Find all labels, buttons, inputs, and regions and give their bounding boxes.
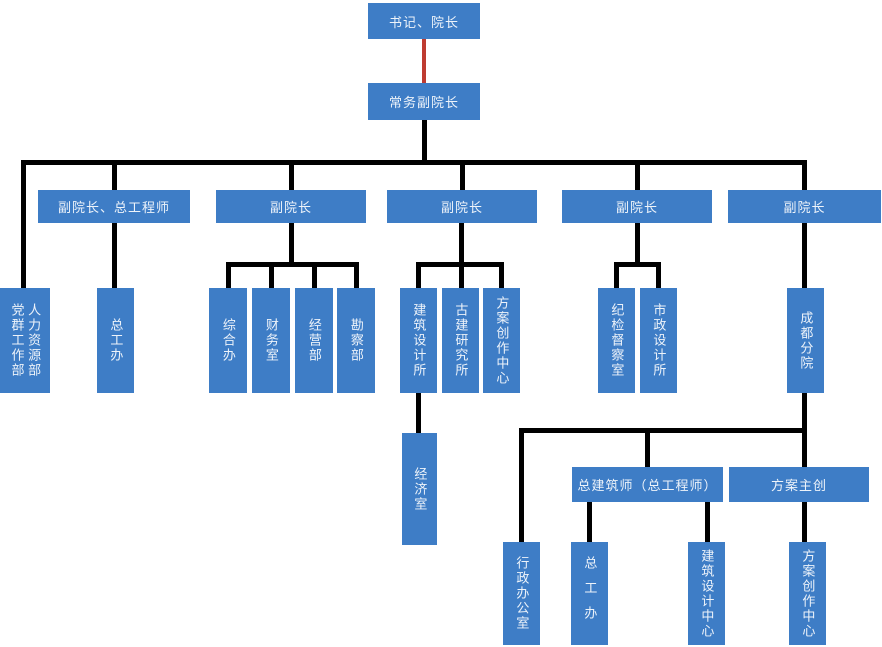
org-node-municipal-design-institute[interactable]: 市政设计所 — [640, 288, 677, 393]
org-node-chief-engineer-office-2[interactable]: 总工办 — [571, 542, 608, 645]
org-node-scheme-lead[interactable]: 方案主创 — [729, 467, 869, 502]
org-node-scheme-creation-center-2[interactable]: 方案创作中心 — [789, 542, 826, 645]
connector-drop-vp3 — [460, 160, 465, 190]
connector-vp3-stem — [459, 223, 464, 288]
org-node-label: 建筑设计中心 — [699, 548, 715, 639]
org-node-label: 副院长、总工程师 — [57, 200, 170, 215]
connector-vp2-stem — [289, 223, 294, 262]
org-node-label: 市政设计所 — [651, 303, 667, 378]
connector-vp2-bus — [226, 262, 359, 267]
connector-drop-finance — [269, 262, 274, 288]
org-node-discipline-inspection-office[interactable]: 纪检督察室 — [598, 288, 635, 393]
connector-drop-party-hr — [21, 160, 26, 288]
connector-drop-scheme-center-2 — [802, 502, 807, 542]
connector-drop-operations — [312, 262, 317, 288]
org-node-label: 人力资源部 — [26, 303, 42, 378]
org-node-label: 副院长 — [615, 200, 658, 215]
org-node-label: 行政办公室 — [514, 556, 530, 631]
org-node-admin-office[interactable]: 行政办公室 — [503, 542, 540, 645]
org-node-vp-5[interactable]: 副院长 — [728, 190, 881, 223]
org-node-operations-dept[interactable]: 经营部 — [295, 288, 333, 393]
connector-arch-design-inst-economics — [416, 393, 421, 433]
org-node-chengdu-branch[interactable]: 成都分院 — [787, 288, 824, 393]
connector-vp4-stem — [635, 223, 640, 262]
connector-vp1-chief-eng-office — [112, 223, 117, 288]
connector-drop-vp5 — [802, 160, 807, 190]
connector-drop-general-office — [226, 262, 231, 288]
org-node-label: 党群工作部 — [9, 303, 25, 378]
org-node-label: 综合办 — [220, 318, 236, 363]
connector-drop-vp1 — [112, 160, 117, 190]
org-node-chief-engineer-office[interactable]: 总工办 — [97, 288, 134, 393]
org-node-vp-2[interactable]: 副院长 — [216, 190, 366, 223]
org-node-label: 经济室 — [412, 466, 428, 512]
org-node-label: 方案创作中心 — [800, 548, 816, 639]
org-node-finance-room[interactable]: 财务室 — [252, 288, 290, 393]
org-node-general-office[interactable]: 综合办 — [209, 288, 247, 393]
connector-drop-arch-design-inst — [416, 262, 421, 288]
org-node-survey-dept[interactable]: 勘察部 — [337, 288, 375, 393]
org-node-label: 经营部 — [306, 318, 322, 363]
org-node-label: 副院长 — [269, 200, 312, 215]
connector-root-exec — [422, 39, 426, 83]
org-node-economics-room[interactable]: 经济室 — [402, 433, 437, 545]
connector-chengdu-stem — [802, 393, 807, 428]
org-node-label: 建筑设计所 — [411, 303, 427, 378]
org-node-label: 勘察部 — [348, 318, 364, 363]
connector-exec-stem — [422, 120, 427, 165]
connector-drop-chief-eng-office-2 — [587, 502, 592, 542]
org-node-label: 副院长 — [440, 200, 483, 215]
connector-vp4-bus — [614, 262, 661, 267]
org-node-label: 书记、院长 — [388, 14, 459, 30]
org-node-label: 成都分院 — [798, 310, 814, 371]
org-node-label: 方案创作中心 — [494, 295, 510, 386]
org-node-chief-architect[interactable]: 总建筑师（总工程师） — [572, 467, 723, 502]
connector-drop-discipline — [614, 262, 619, 288]
connector-vp5-chengdu-branch — [802, 223, 807, 288]
connector-chengdu-bus — [519, 428, 807, 433]
org-node-label: 常务副院长 — [388, 95, 459, 110]
org-node-executive-vp[interactable]: 常务副院长 — [368, 83, 480, 120]
connector-vp3-bus — [416, 262, 504, 267]
org-node-label: 古建研究所 — [453, 303, 469, 378]
org-node-architecture-design-center[interactable]: 建筑设计中心 — [688, 542, 725, 645]
connector-drop-arch-design-center — [705, 502, 710, 542]
org-node-vp-chief-engineer[interactable]: 副院长、总工程师 — [38, 190, 190, 223]
connector-main-bus — [21, 160, 807, 165]
connector-drop-scheme-center-1 — [499, 262, 504, 288]
org-node-label: 财务室 — [263, 318, 279, 363]
org-node-label: 纪检督察室 — [609, 303, 625, 378]
connector-drop-admin-office — [519, 428, 524, 542]
org-node-scheme-creation-center-1[interactable]: 方案创作中心 — [483, 288, 520, 393]
org-node-vp-4[interactable]: 副院长 — [562, 190, 712, 223]
org-node-label: 方案主创 — [770, 478, 827, 493]
org-node-label: 副院长 — [783, 200, 826, 215]
connector-drop-vp2 — [289, 160, 294, 190]
org-node-secretary-president[interactable]: 书记、院长 — [368, 3, 480, 39]
connector-drop-chief-architect — [645, 428, 650, 467]
org-node-vp-3[interactable]: 副院长 — [387, 190, 537, 223]
org-node-party-mass-hr[interactable]: 党群工作部 人力资源部 — [0, 288, 50, 393]
connector-drop-vp4 — [635, 160, 640, 190]
org-node-label: 总工办 — [582, 556, 598, 631]
connector-drop-scheme-lead — [802, 428, 807, 467]
org-node-label: 总建筑师（总工程师） — [577, 478, 718, 493]
org-node-label: 总工办 — [108, 318, 124, 363]
org-node-architecture-design-institute[interactable]: 建筑设计所 — [400, 288, 437, 393]
org-node-ancient-architecture-institute[interactable]: 古建研究所 — [442, 288, 479, 393]
connector-drop-municipal-design — [656, 262, 661, 288]
connector-drop-survey — [354, 262, 359, 288]
